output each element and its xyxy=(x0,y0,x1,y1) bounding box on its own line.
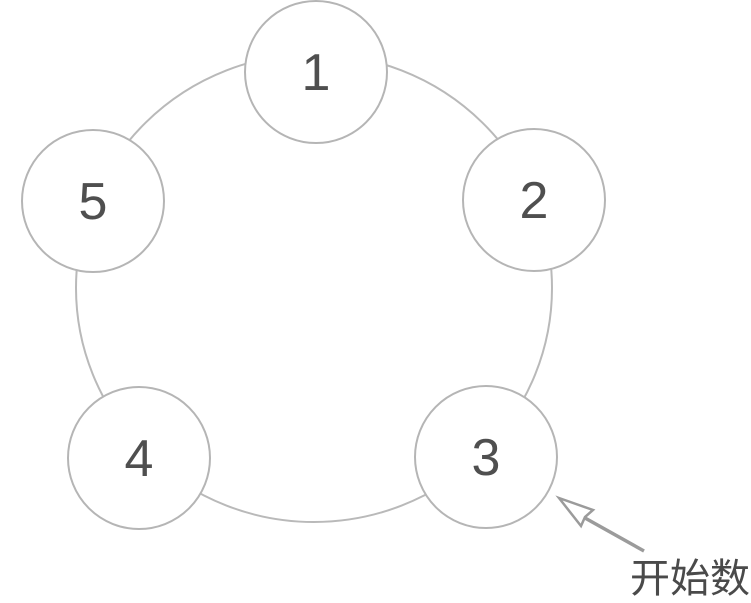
node-4-label: 4 xyxy=(125,430,154,488)
node-2-circle xyxy=(462,128,606,272)
node-5-label: 5 xyxy=(79,173,108,231)
node-3: 3 xyxy=(414,385,558,529)
node-3-label: 3 xyxy=(472,429,501,487)
node-2: 2 xyxy=(462,128,606,272)
start-annotation-label: 开始数 xyxy=(630,557,750,601)
node-4-circle xyxy=(67,386,211,530)
start-arrow-head-icon xyxy=(555,495,596,529)
node-5: 5 xyxy=(21,129,165,273)
start-arrow xyxy=(555,495,645,553)
node-2-label: 2 xyxy=(520,172,549,230)
node-4: 4 xyxy=(67,386,211,530)
node-3-circle xyxy=(414,385,558,529)
start-arrow-shaft xyxy=(584,516,645,553)
node-5-circle xyxy=(21,129,165,273)
node-1-circle xyxy=(244,0,388,144)
node-1-label: 1 xyxy=(302,44,331,102)
node-1: 1 xyxy=(244,0,388,144)
